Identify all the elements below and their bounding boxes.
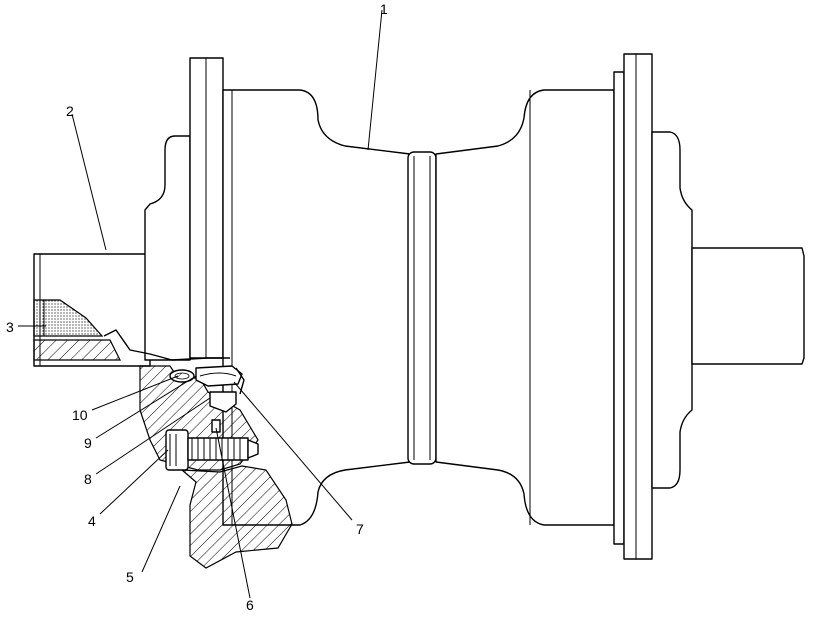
callout-9: 9 (84, 435, 92, 451)
callout-10: 10 (72, 407, 88, 423)
callout-1: 1 (380, 1, 388, 17)
callout-5: 5 (126, 569, 134, 585)
right-shaft (691, 247, 805, 365)
callout-3: 3 (6, 319, 14, 335)
leader-lines (18, 9, 383, 599)
callout-6: 6 (246, 597, 254, 613)
right-hub (651, 131, 693, 489)
callout-7: 7 (356, 521, 364, 537)
left-flange (189, 57, 224, 359)
right-flange (613, 53, 653, 560)
callout-labels: 1 2 3 10 9 8 4 5 6 7 (6, 1, 388, 613)
left-hub (144, 135, 191, 361)
center-groove (407, 151, 437, 465)
callout-2: 2 (66, 103, 74, 119)
left-roller-body (222, 89, 411, 526)
right-roller-body (435, 89, 615, 526)
callout-8: 8 (84, 471, 92, 487)
callout-4: 4 (88, 513, 96, 529)
